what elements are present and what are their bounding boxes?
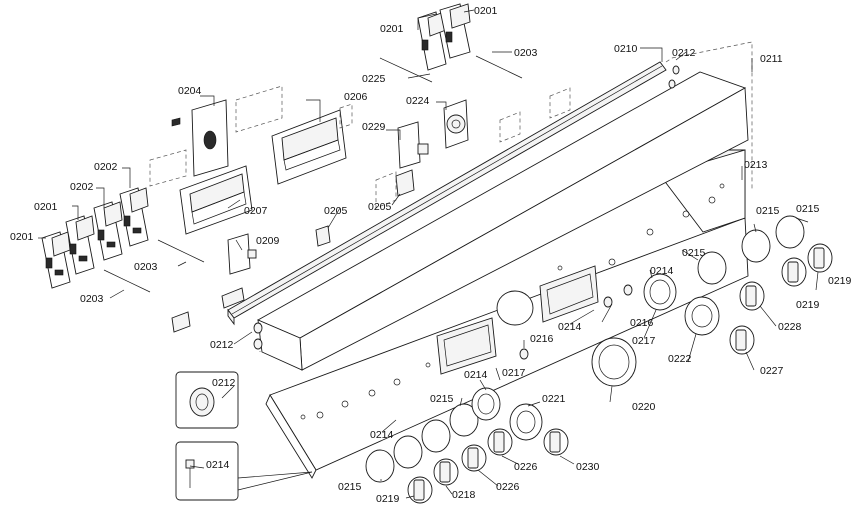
spacers-0216 xyxy=(519,284,633,360)
label-0203-mid: 0203 xyxy=(134,261,158,273)
label-0212-detail: 0212 xyxy=(212,377,236,389)
label-0227: 0227 xyxy=(760,365,784,377)
brackets-left xyxy=(171,287,245,333)
leader-lines xyxy=(38,9,819,499)
label-0210: 0210 xyxy=(614,43,638,55)
label-0212-top: 0212 xyxy=(672,47,696,59)
label-0228: 0228 xyxy=(778,321,802,333)
switch-0229 xyxy=(397,121,429,169)
label-0215-low: 0215 xyxy=(338,481,362,493)
knob-0215-right-b xyxy=(741,229,771,263)
switch-0205-left xyxy=(315,225,331,247)
detail-box-0212 xyxy=(175,371,239,429)
knobs-lower-0226 xyxy=(461,428,513,472)
knob-0221 xyxy=(509,403,543,441)
label-0205-left: 0205 xyxy=(324,205,348,217)
label-0207: 0207 xyxy=(244,205,268,217)
control-panel-front xyxy=(265,149,749,479)
label-0215-r2: 0215 xyxy=(796,203,820,215)
label-0215-r3: 0215 xyxy=(682,247,706,259)
label-0201-a: 0201 xyxy=(34,201,58,213)
upper-trim-bar xyxy=(256,71,749,371)
label-0214-detail: 0214 xyxy=(206,459,230,471)
label-0211: 0211 xyxy=(760,53,783,65)
label-0224: 0224 xyxy=(406,95,430,107)
label-0212-left: 0212 xyxy=(210,339,234,351)
label-0201-top-a: 0201 xyxy=(380,23,404,35)
label-0205-right: 0205 xyxy=(368,201,392,213)
module-0201-b xyxy=(65,215,95,275)
knob-0220 xyxy=(591,337,637,387)
label-0214-mid: 0214 xyxy=(558,321,582,333)
label-0226-b: 0226 xyxy=(496,481,520,493)
knobs-lower-0219 xyxy=(407,476,433,504)
label-0216-r: 0216 xyxy=(630,317,654,329)
module-0202-b xyxy=(119,187,149,247)
knob-0230 xyxy=(543,428,569,456)
label-0214-low: 0214 xyxy=(370,429,394,441)
label-0203-top: 0203 xyxy=(514,47,538,59)
label-0221: 0221 xyxy=(542,393,566,405)
switch-0205-right xyxy=(375,169,415,209)
bracket-0204 xyxy=(149,85,283,187)
rods xyxy=(103,55,523,293)
knob-ring-0217-lower xyxy=(471,387,501,421)
module-0201-top-a xyxy=(417,11,447,71)
knob-0227 xyxy=(729,325,755,355)
label-0202-b: 0202 xyxy=(70,181,94,193)
label-0219-low: 0219 xyxy=(376,493,400,505)
label-0219-r1: 0219 xyxy=(828,275,851,287)
label-0217-c: 0217 xyxy=(502,367,526,379)
label-0215-c: 0215 xyxy=(430,393,454,405)
label-0230: 0230 xyxy=(576,461,600,473)
knob-0215-right-c xyxy=(775,215,805,249)
knob-0222 xyxy=(684,296,720,336)
knob-0219-right-a xyxy=(781,257,807,287)
label-0214-c: 0214 xyxy=(464,369,488,381)
switch-0209 xyxy=(227,233,257,275)
label-0209: 0209 xyxy=(256,235,280,247)
module-0201-top-b xyxy=(439,3,471,59)
knobs-lower-0215 xyxy=(365,403,479,483)
knob-ring-0217-right xyxy=(643,273,677,311)
label-0226-a: 0226 xyxy=(514,461,538,473)
thermostat-0224 xyxy=(443,87,571,149)
label-0201-top-b: 0201 xyxy=(474,5,498,17)
label-0202-a: 0202 xyxy=(94,161,118,173)
display-board-0207 xyxy=(179,165,253,235)
label-0201-b: 0201 xyxy=(10,231,34,243)
label-0213: 0213 xyxy=(744,159,768,171)
knob-0228 xyxy=(739,281,765,311)
label-0220: 0220 xyxy=(632,401,656,413)
label-0218: 0218 xyxy=(452,489,476,501)
label-0222: 0222 xyxy=(668,353,692,365)
label-0225: 0225 xyxy=(362,73,386,85)
label-0214-r: 0214 xyxy=(650,265,674,277)
label-0229: 0229 xyxy=(362,121,386,133)
module-0201-a xyxy=(41,231,71,289)
label-0217-r: 0217 xyxy=(632,335,656,347)
detail-box-0214 xyxy=(175,441,313,501)
label-0206: 0206 xyxy=(344,91,368,103)
label-0204: 0204 xyxy=(178,85,202,97)
spacers-0212 xyxy=(253,65,680,350)
label-0215-r1: 0215 xyxy=(756,205,780,217)
module-0202-a xyxy=(93,201,123,261)
part-labels: 0201 0201 0203 0225 0204 0206 0224 0229 … xyxy=(10,5,851,505)
label-0203-low: 0203 xyxy=(80,293,104,305)
knob-0219-right-b xyxy=(807,243,833,273)
display-board-0206 xyxy=(271,103,353,185)
label-0219-r2: 0219 xyxy=(796,299,820,311)
glass-strip xyxy=(227,61,667,326)
label-0216-mid: 0216 xyxy=(530,333,554,345)
knobs-lower-0218 xyxy=(433,458,459,486)
knob-0215-right-a xyxy=(697,251,727,285)
